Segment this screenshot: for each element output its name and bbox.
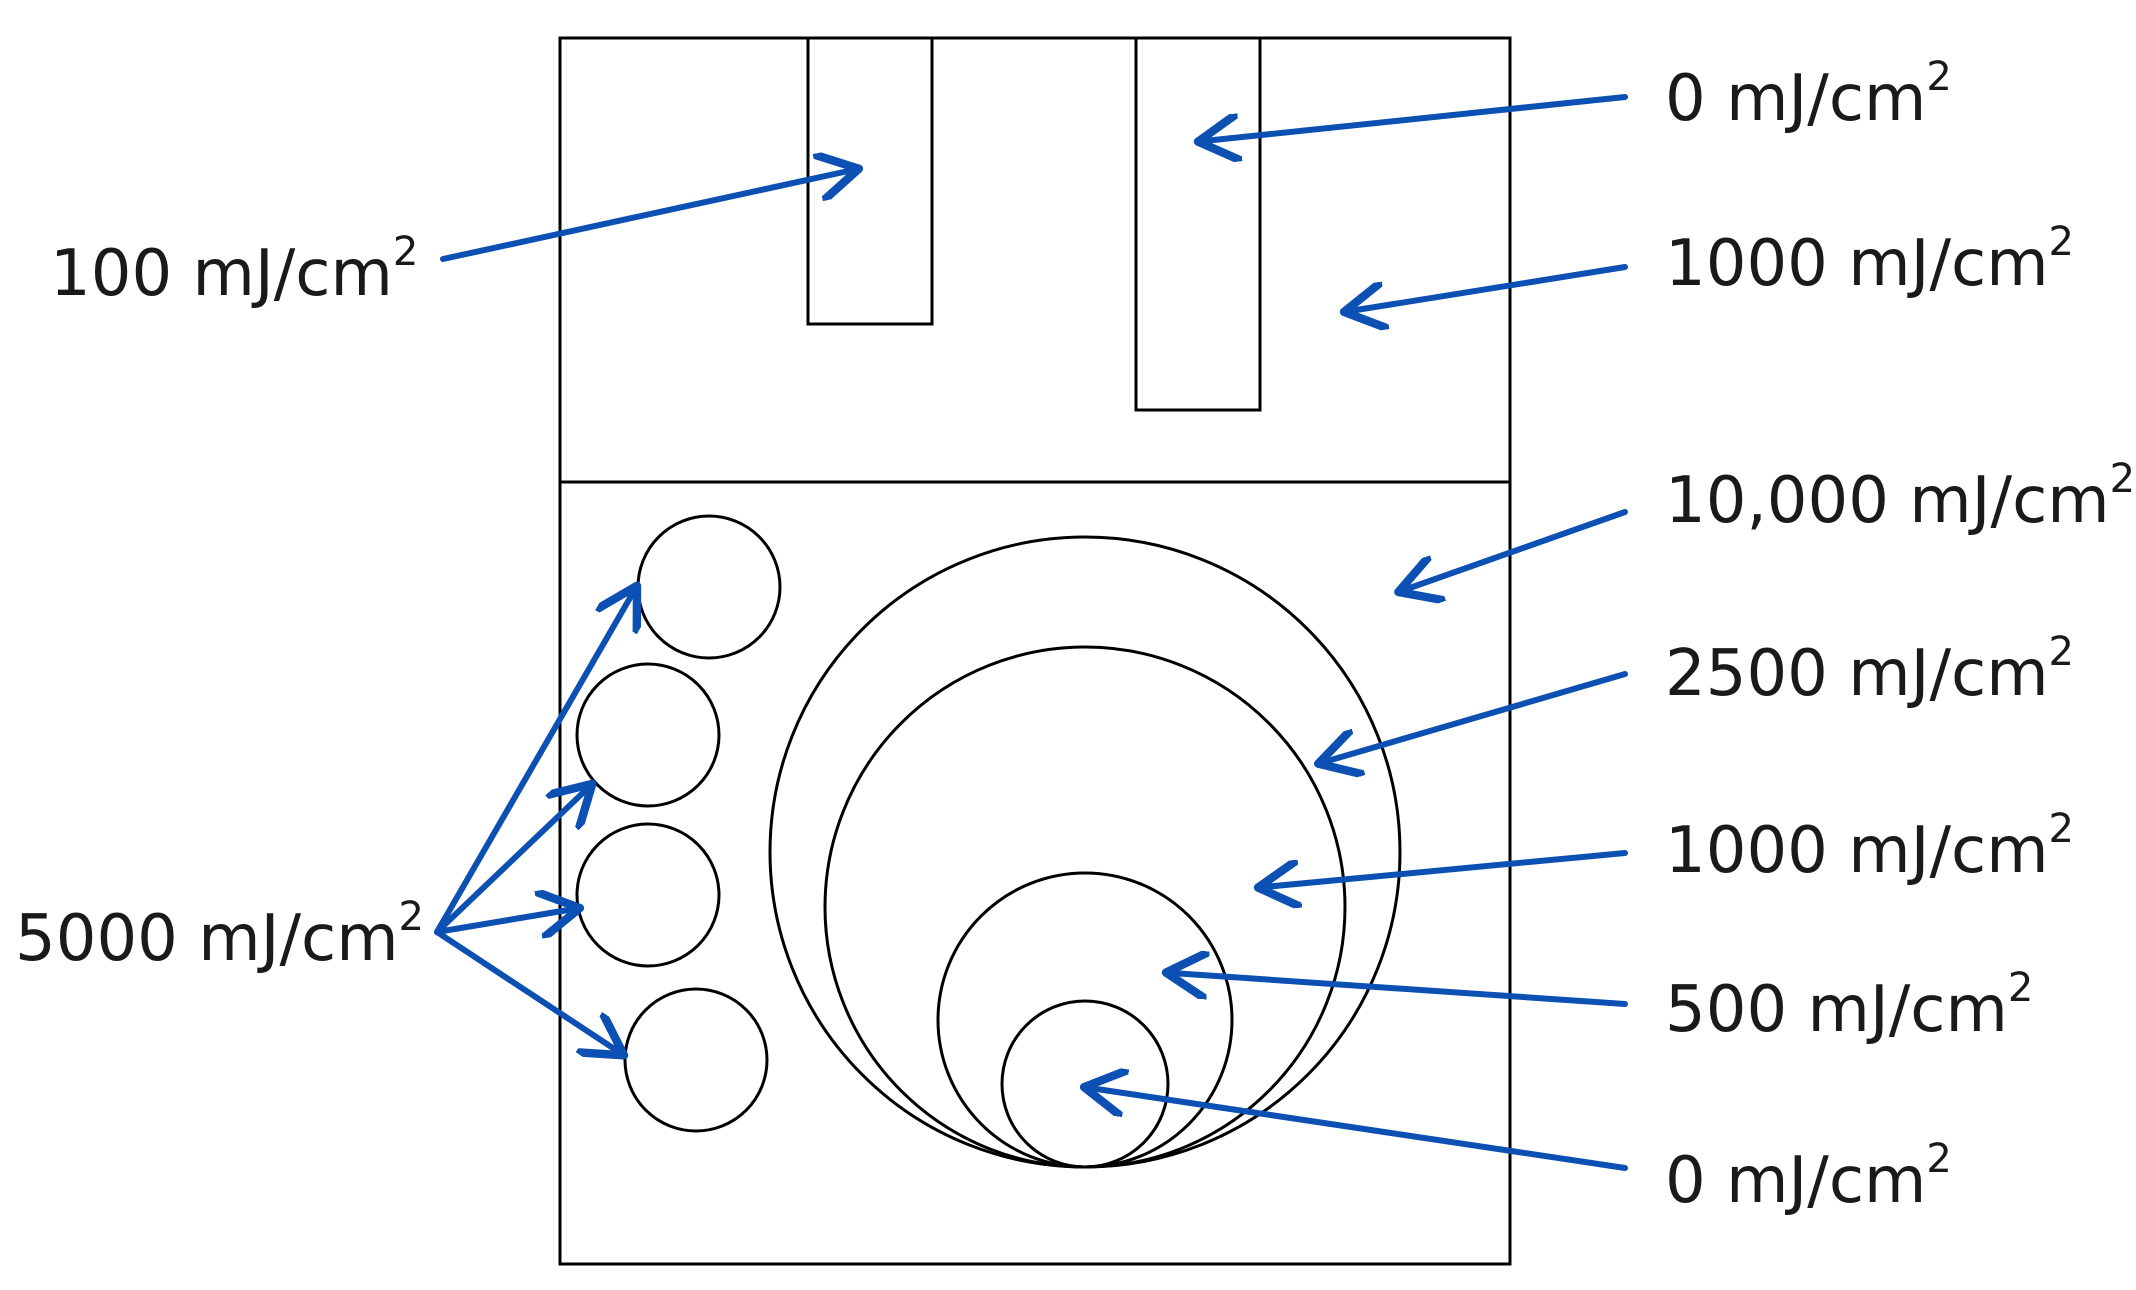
arrow-top-zero — [1204, 94, 1628, 141]
small-circle-3 — [575, 822, 721, 968]
arrow-left-100 — [440, 170, 853, 262]
outer-frame — [558, 36, 1512, 1266]
arrow-right-2500 — [1324, 671, 1628, 762]
label-right-2500: 2500 mJ/cm2 — [1665, 629, 2074, 711]
nested-circle-inner — [1000, 999, 1170, 1169]
arrow-5000-circle-4 — [434, 929, 619, 1052]
arrow-right-10000 — [1404, 509, 1628, 590]
upper-rect-left — [806, 36, 934, 326]
arrow-5000-circle-1 — [434, 591, 634, 935]
arrow-right-500 — [1172, 973, 1628, 1007]
small-circle-4 — [623, 987, 769, 1133]
label-top-1000: 1000 mJ/cm2 — [1665, 219, 2074, 301]
label-right-1000: 1000 mJ/cm2 — [1665, 806, 2074, 888]
small-circle-1 — [636, 514, 782, 660]
arrow-5000-circle-2 — [434, 788, 588, 935]
arrow-right-1000 — [1264, 850, 1628, 887]
label-top-zero: 0 mJ/cm2 — [1665, 54, 1952, 136]
label-bottom-zero: 0 mJ/cm2 — [1665, 1136, 1952, 1218]
arrow-5000-circle-3 — [434, 909, 574, 932]
upper-rect-right — [1134, 36, 1262, 412]
arrow-top-1000 — [1350, 264, 1628, 311]
nested-circle-third — [936, 871, 1234, 1169]
small-circle-2 — [575, 662, 721, 808]
nested-circle-second — [823, 645, 1347, 1169]
arrow-bottom-zero — [1090, 1088, 1628, 1171]
label-left-5000: 5000 mJ/cm2 — [15, 894, 424, 976]
label-right-10000: 10,000 mJ/cm2 — [1665, 456, 2135, 538]
label-right-500: 500 mJ/cm2 — [1665, 965, 2033, 1047]
label-left-100: 100 mJ/cm2 — [50, 229, 418, 311]
nested-circle-outer — [768, 535, 1402, 1169]
